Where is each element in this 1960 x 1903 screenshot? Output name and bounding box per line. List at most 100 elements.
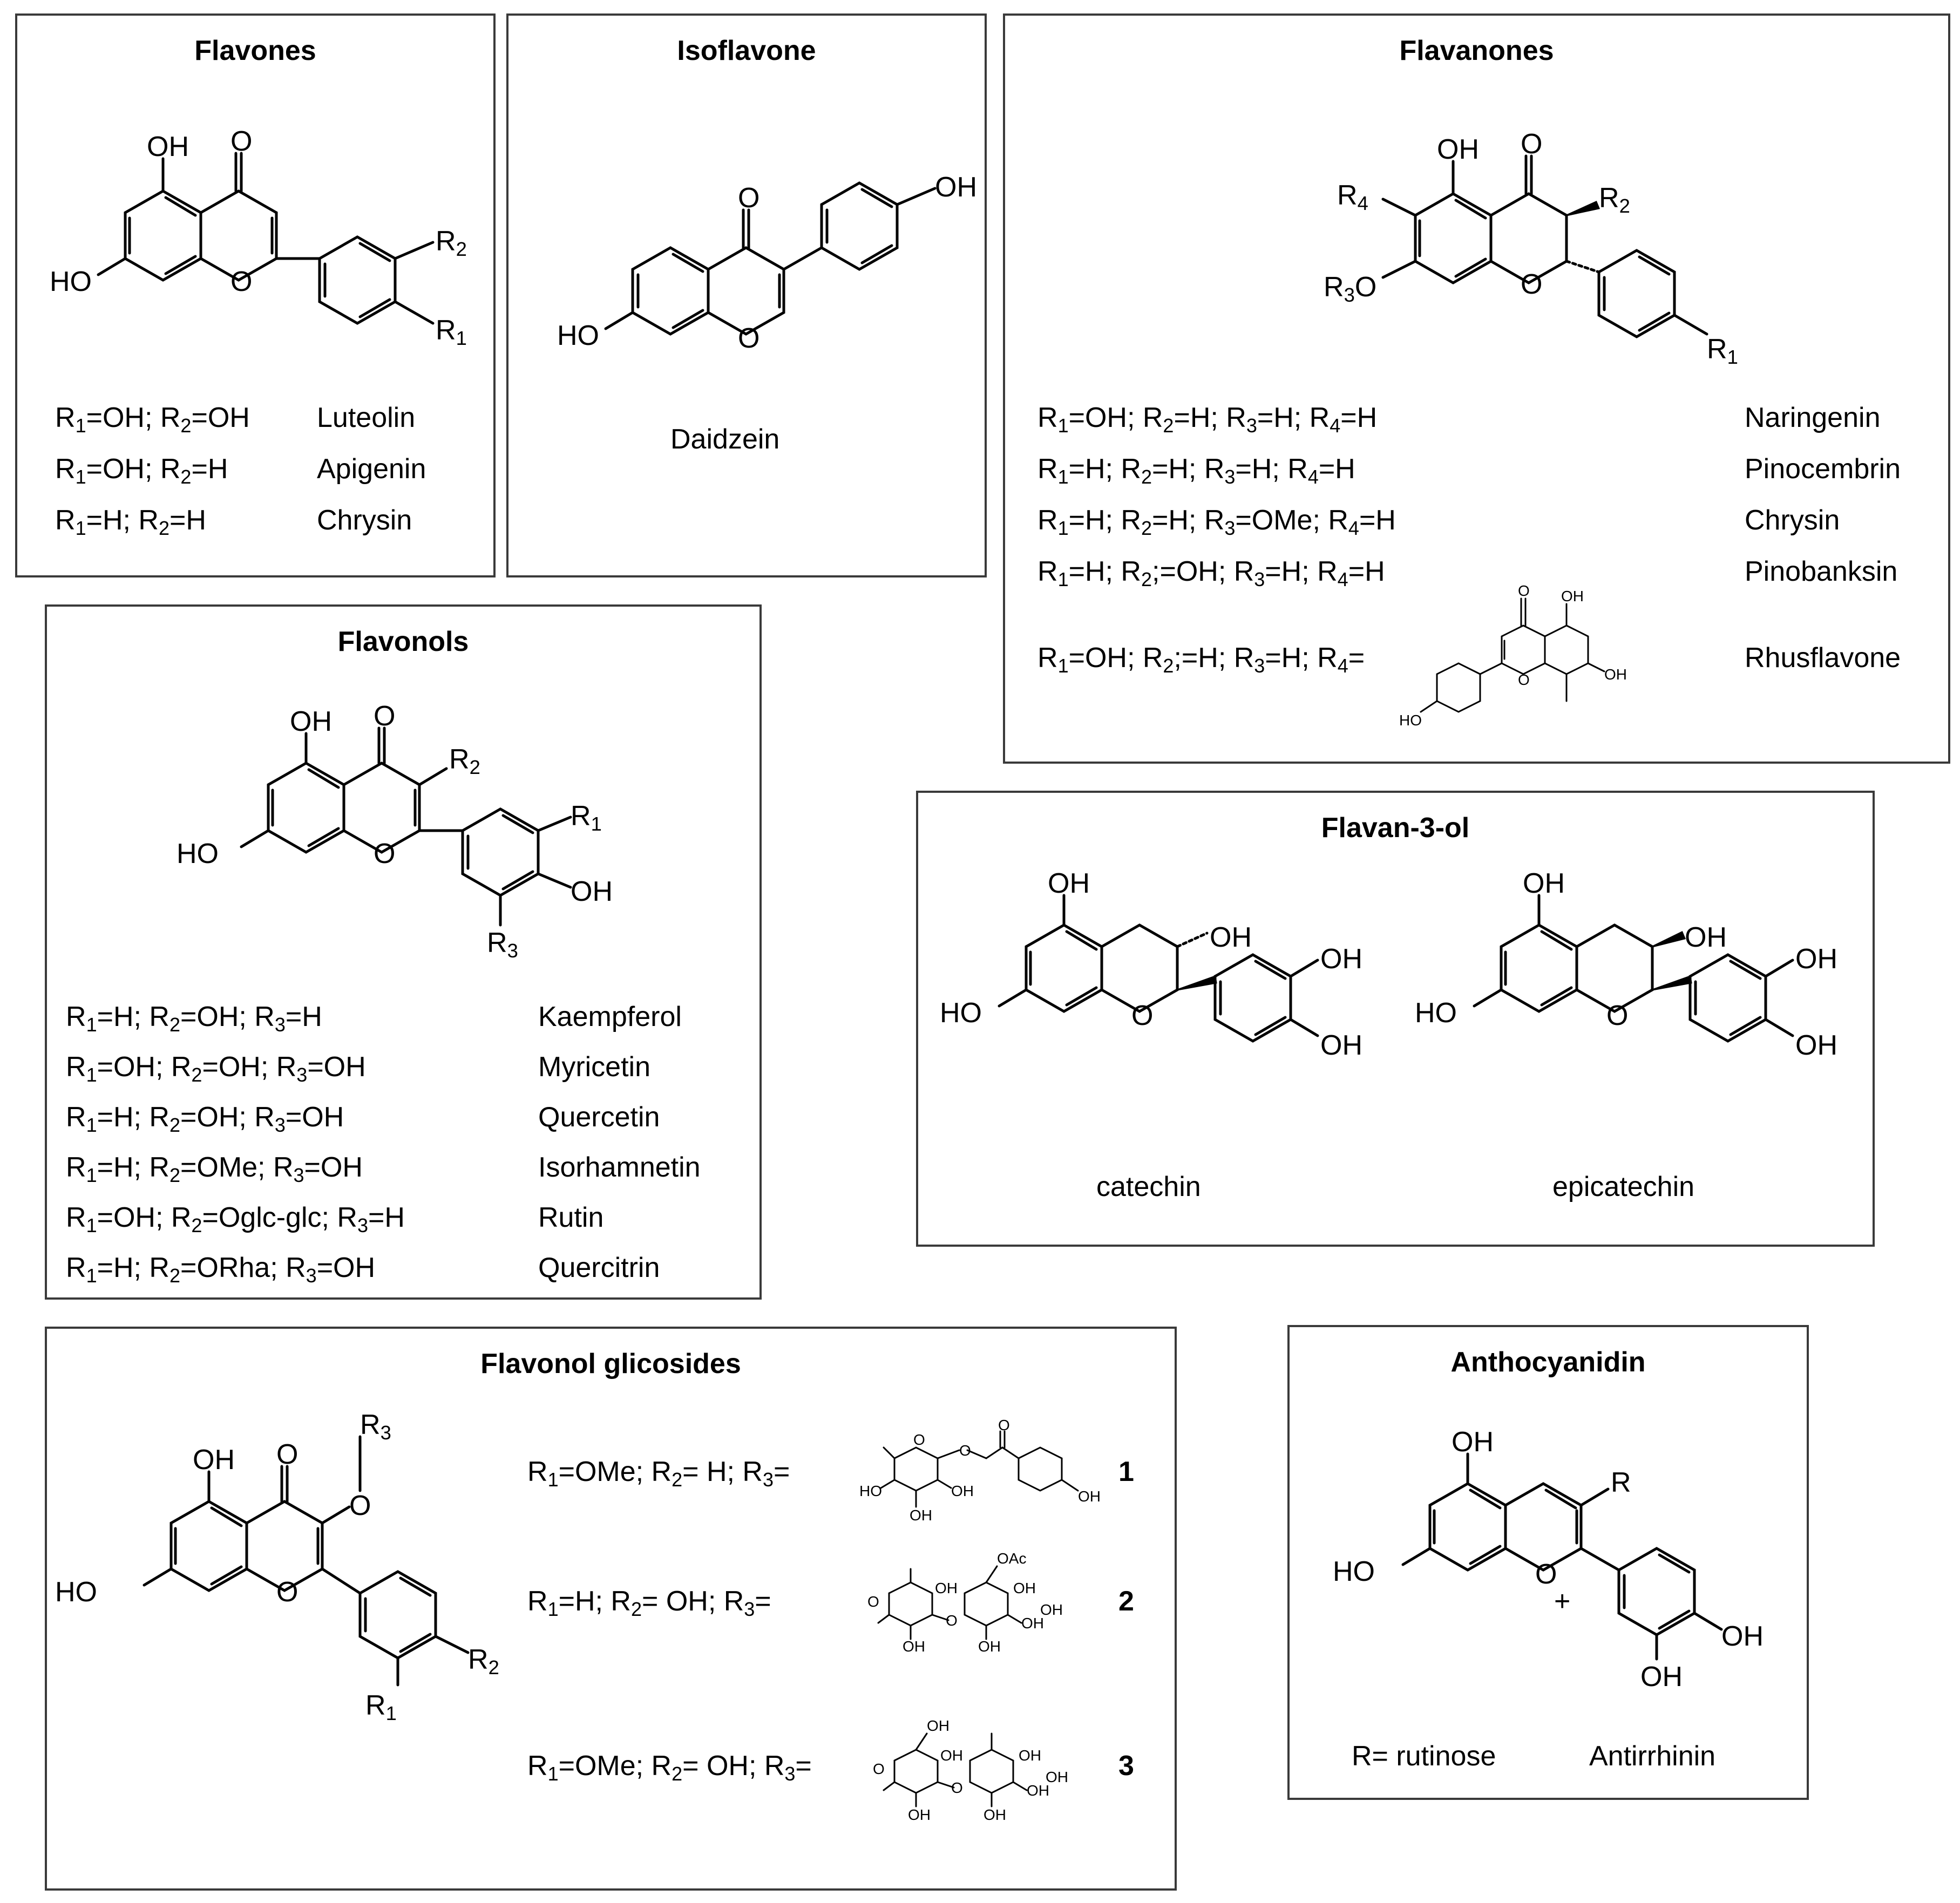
- atom-label: O: [873, 1761, 885, 1777]
- compound-name: Isorhamnetin: [538, 1152, 701, 1183]
- compound-name: Naringenin: [1745, 402, 1881, 433]
- compound-name: Quercetin: [538, 1102, 660, 1133]
- atom-label: OH: [571, 876, 613, 907]
- atom-label: +: [1554, 1586, 1570, 1617]
- flavonol-glicosides-panel: Flavonol glicosides OH O R3 O HO O R2 R1…: [45, 1327, 1177, 1891]
- atom-label: OH: [1048, 868, 1090, 899]
- atom-label: R3: [360, 1409, 391, 1444]
- atom-label: O: [1518, 582, 1530, 599]
- isoflavone-panel: Isoflavone O OH HO O Daidzein: [506, 13, 987, 577]
- panel-title: Flavonols: [337, 626, 469, 657]
- atom-label: R3: [487, 927, 518, 962]
- atom-label: OH: [940, 1747, 963, 1764]
- atom-label: OH: [984, 1806, 1006, 1823]
- atom-label: O: [1521, 269, 1542, 300]
- atom-label: OH: [1721, 1621, 1764, 1652]
- substituent-row: R1=H; R2=OMe; R3=OH: [66, 1152, 363, 1186]
- atom-label: OH: [927, 1717, 950, 1734]
- atom-label: R2: [1599, 182, 1630, 217]
- atom-label: OH: [1027, 1782, 1049, 1799]
- compound-name: epicatechin: [1552, 1171, 1695, 1202]
- atom-label: OH: [1452, 1426, 1494, 1458]
- atom-label: HO: [1415, 997, 1457, 1029]
- substituent-row: R1=OH; R2=H: [55, 453, 228, 488]
- atom-label: OH: [903, 1638, 925, 1655]
- atom-label: OH: [1640, 1661, 1683, 1693]
- flavanone-structure: OH O R4 R2 R3O O R1: [1324, 128, 1738, 368]
- atom-label: OH: [978, 1638, 1001, 1655]
- panel-title: Flavanones: [1399, 35, 1554, 66]
- atom-label: OH: [1019, 1747, 1041, 1764]
- panel-title: Flavones: [194, 35, 316, 66]
- atom-label: R: [1611, 1467, 1631, 1498]
- atom-label: O: [867, 1593, 879, 1610]
- substituent-row: R1=OH; R2;=H; R3=H; R4=: [1037, 642, 1365, 677]
- anthocyanidin-structure: OH R HO O + OH OH: [1333, 1426, 1764, 1693]
- compound-name: Myricetin: [538, 1051, 651, 1083]
- atom-label: R1: [436, 315, 467, 349]
- flavan-3-ol-panel: Flavan-3-ol OH OH HO O OH OH OH OH HO O: [916, 791, 1875, 1247]
- atom-label: R1: [1707, 334, 1738, 368]
- atom-label: HO: [50, 266, 92, 297]
- atom-label: OH: [935, 172, 977, 203]
- atom-label: OH: [147, 131, 189, 162]
- compound-name: Daidzein: [670, 424, 780, 455]
- atom-label: HO: [1333, 1556, 1375, 1587]
- atom-label: O: [738, 323, 759, 354]
- substituent-row: R1=H; R2;=OH; R3=H; R4=H: [1037, 556, 1385, 590]
- substituent-row: R1=H; R2=H: [55, 505, 206, 539]
- atom-label: OH: [908, 1806, 931, 1823]
- atom-label: O: [276, 1439, 298, 1470]
- atom-label: OH: [1685, 922, 1727, 953]
- panel-title: Flavan-3-ol: [1321, 812, 1470, 844]
- compound-name: Rhusflavone: [1745, 642, 1901, 674]
- compound-name: Apigenin: [317, 453, 426, 485]
- flavanones-panel: Flavanones OH O R4 R2 R3O O R1 R1=OH; R2…: [1003, 13, 1950, 764]
- substituent-caption: R= rutinose: [1352, 1741, 1496, 1772]
- atom-label: R4: [1337, 180, 1368, 214]
- sugar-substituent-2: OAc OH OH O O OH OH OH OH: [867, 1550, 1063, 1655]
- atom-label: OH: [1078, 1488, 1101, 1505]
- atom-label: R2: [436, 226, 467, 260]
- atom-label: HO: [940, 997, 982, 1029]
- atom-label: OH: [935, 1580, 958, 1596]
- atom-label: OH: [1013, 1580, 1036, 1596]
- catechin-structure: OH OH HO O OH OH: [940, 868, 1362, 1061]
- compound-name: Antirrhinin: [1589, 1741, 1716, 1772]
- substituent-row: R1=H; R2=OH; R3=H: [66, 1001, 322, 1036]
- substituent-row: R1=OH; R2=H; R3=H; R4=H: [1037, 402, 1378, 437]
- atom-label: OH: [1021, 1615, 1044, 1632]
- substituent-row: R1=OMe; R2= H; R3=: [527, 1456, 790, 1491]
- substituent-row: R1=H; R2= OH; R3=: [527, 1586, 771, 1620]
- atom-label: OH: [951, 1483, 974, 1499]
- atom-label: O: [374, 838, 395, 869]
- atom-label: HO: [557, 320, 599, 351]
- atom-label: O: [738, 182, 759, 214]
- atom-label: OH: [1795, 943, 1837, 975]
- substituent-row: R1=H; R2=ORha; R3=OH: [66, 1252, 376, 1287]
- flavone-structure: OH O HO O R2 R1: [50, 126, 467, 349]
- atom-label: OH: [1046, 1769, 1068, 1785]
- atom-label: OAc: [997, 1550, 1026, 1567]
- atom-label: O: [374, 701, 395, 732]
- atom-label: O: [1518, 671, 1530, 688]
- atom-label: O: [959, 1442, 971, 1459]
- compound-number: 3: [1118, 1750, 1134, 1782]
- substituent-row: R1=OH; R2=OH: [55, 402, 250, 437]
- atom-label: OH: [1561, 588, 1584, 604]
- substituent-row: R1=OH; R2=OH; R3=OH: [66, 1051, 366, 1086]
- sugar-substituent-1: O O O HO OH OH OH: [859, 1417, 1101, 1524]
- atom-label: O: [230, 126, 252, 157]
- substituent-row: R1=H; R2=H; R3=H; R4=H: [1037, 453, 1355, 488]
- atom-label: HO: [859, 1483, 882, 1499]
- atom-label: O: [1535, 1559, 1557, 1590]
- atom-label: OH: [1320, 1030, 1362, 1061]
- compound-name: Kaempferol: [538, 1001, 682, 1032]
- flavonol-structure: OH O R2 R1 HO O OH R3: [177, 701, 613, 962]
- flavonols-panel: Flavonols OH O R2 R1 HO O OH R3 R1=H; R2…: [45, 604, 762, 1300]
- atom-label: OH: [1795, 1030, 1837, 1061]
- flavones-panel: Flavones OH O HO O R2 R1 R1=OH; R2=OH Lu…: [15, 13, 496, 577]
- compound-name: Luteolin: [317, 402, 416, 433]
- atom-label: R1: [365, 1690, 397, 1724]
- anthocyanidin-panel: Anthocyanidin OH R HO O + OH OH R= rutin…: [1287, 1325, 1809, 1800]
